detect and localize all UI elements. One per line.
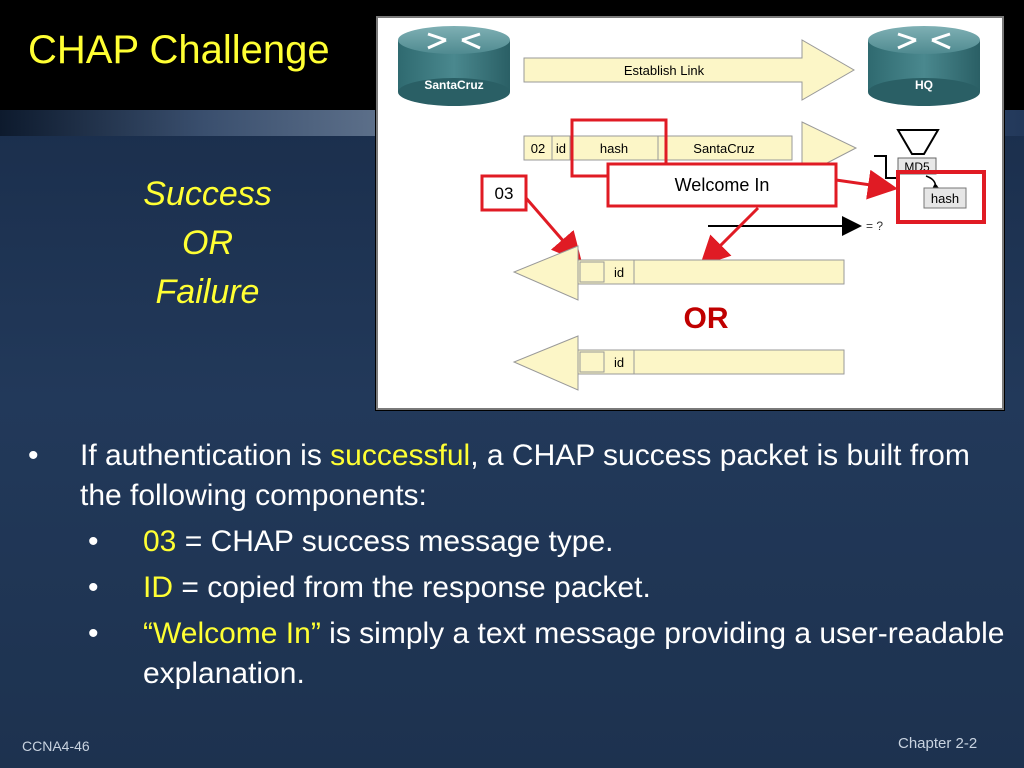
compare-label: = ? [866,219,883,233]
slide-title: CHAP Challenge [28,28,330,72]
bullet-dot: • [28,439,39,472]
callout-to-hash-arrow [835,169,898,200]
router-santacruz-icon: SantaCruz [398,26,510,106]
hash-highlight [896,170,986,224]
footer-chapter: Chapter 2-2 [898,735,978,752]
bullet-main-text-2: , a CHAP success packet is built from th… [80,439,970,512]
response-packet: 02 id hash SantaCruz [523,121,858,177]
bullet-main-text-1: If authentication is [80,439,331,472]
side-caption-line-1: Success [143,175,272,213]
success-id-field: id [614,265,624,280]
hash-box [923,187,967,209]
establish-link-arrow: Establish Link [523,39,856,101]
bullet-dot: • [88,617,99,650]
establish-link-label: Establish Link [624,63,705,78]
hash-box-label: hash [931,191,959,206]
sub-bullet-3-text: is simply a text message providing a use… [143,617,1005,690]
bullet-main-highlight: successful [330,439,471,472]
sub-bullet-2: • ID = copied from the response packet. [28,568,1008,608]
side-caption-line-2: OR [182,224,233,262]
router-hq-label: HQ [915,78,933,92]
sub-bullet-1-highlight: 03 [143,525,177,558]
response-field-name: SantaCruz [693,141,754,156]
bullet-list: • If authentication is successful, a CHA… [28,436,1008,694]
bullet-main: • If authentication is successful, a CHA… [28,436,1008,516]
success-packet: id [512,245,845,301]
sub-bullet-1: • 03 = CHAP success message type. [28,522,1008,562]
sub-bullet-2-text: = copied from the response packet. [173,571,651,604]
sub-bullet-2-highlight: ID [143,571,173,604]
router-santacruz-label: SantaCruz [424,78,483,92]
welcome-callout [606,162,838,208]
failure-packet: id [512,335,845,391]
code-to-success-arrow [524,197,582,263]
sub-bullet-3-highlight: “Welcome In” [143,617,321,650]
welcome-callout-text: Welcome In [675,175,770,195]
callout-to-success-arrow [699,206,760,267]
chap-diagram: SantaCruz HQ Establish Link 02 id hash S… [376,16,1004,410]
failure-id-field: id [614,355,624,370]
sub-bullet-3: • “Welcome In” is simply a text message … [28,614,1008,694]
sub-bullet-1-text: = CHAP success message type. [176,525,614,558]
bullet-dot: • [88,525,99,558]
bullet-dot: • [88,571,99,604]
code-callout-text: 03 [495,184,514,203]
footer-course-code: CCNA4-46 [22,738,90,754]
response-field-code: 02 [531,141,545,156]
side-caption-line-3: Failure [155,273,260,311]
response-field-id: id [556,141,566,156]
code-callout [480,174,528,212]
response-field-hash: hash [600,141,628,156]
side-caption: Success OR Failure [110,170,305,317]
or-label: OR [684,302,729,335]
router-hq-icon: HQ [868,26,980,106]
